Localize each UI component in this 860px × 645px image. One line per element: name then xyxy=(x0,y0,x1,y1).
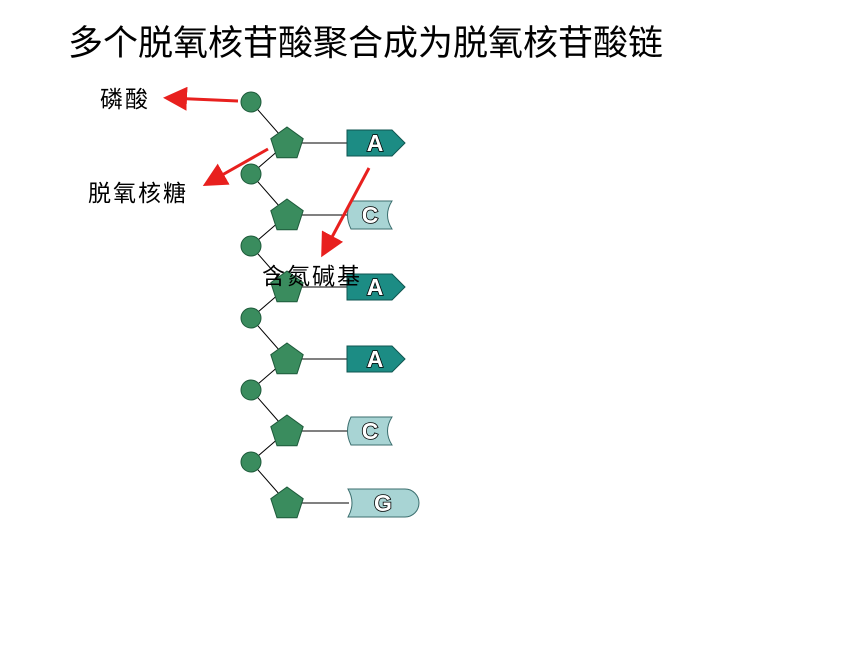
base-letter: C xyxy=(362,418,379,444)
phosphate-circle xyxy=(240,163,262,185)
phosphate-arrow xyxy=(163,86,239,111)
deoxyribose-pentagon xyxy=(270,126,304,159)
deoxyribose-pentagon xyxy=(270,198,304,231)
arrow-group xyxy=(163,86,371,258)
base-a-shape xyxy=(346,345,406,373)
nitrogenous-base-label: 含氮碱基 xyxy=(262,264,362,290)
phosphate-circle xyxy=(240,379,262,401)
base-letter: G xyxy=(374,490,392,516)
phosphate-circle xyxy=(240,307,262,329)
slide-title: 多个脱氧核苷酸聚合成为脱氧核苷酸链 xyxy=(68,24,664,64)
deoxyribose-arrow xyxy=(202,147,269,186)
phosphate-label: 磷酸 xyxy=(100,87,150,113)
deoxyribose-label: 脱氧核糖 xyxy=(88,181,188,207)
deoxyribose-pentagon xyxy=(270,486,304,519)
phosphate-circle xyxy=(240,235,262,257)
base-letter: A xyxy=(367,274,384,300)
base-letter: A xyxy=(367,346,384,372)
deoxyribose-pentagon xyxy=(270,270,304,303)
deoxyribose-pentagon xyxy=(270,342,304,375)
base-g-shape xyxy=(347,488,420,518)
phosphate-circle xyxy=(240,451,262,473)
base-a-shape xyxy=(346,129,406,157)
phosphate-circle xyxy=(240,91,262,113)
base-letter: C xyxy=(362,202,379,228)
base-letter: A xyxy=(367,130,384,156)
base-a-shape xyxy=(346,273,406,301)
base-c-shape xyxy=(347,416,393,446)
deoxyribose-pentagon xyxy=(270,414,304,447)
base-arrow xyxy=(321,167,371,258)
nucleotide-group: A C A A C G xyxy=(240,91,420,519)
